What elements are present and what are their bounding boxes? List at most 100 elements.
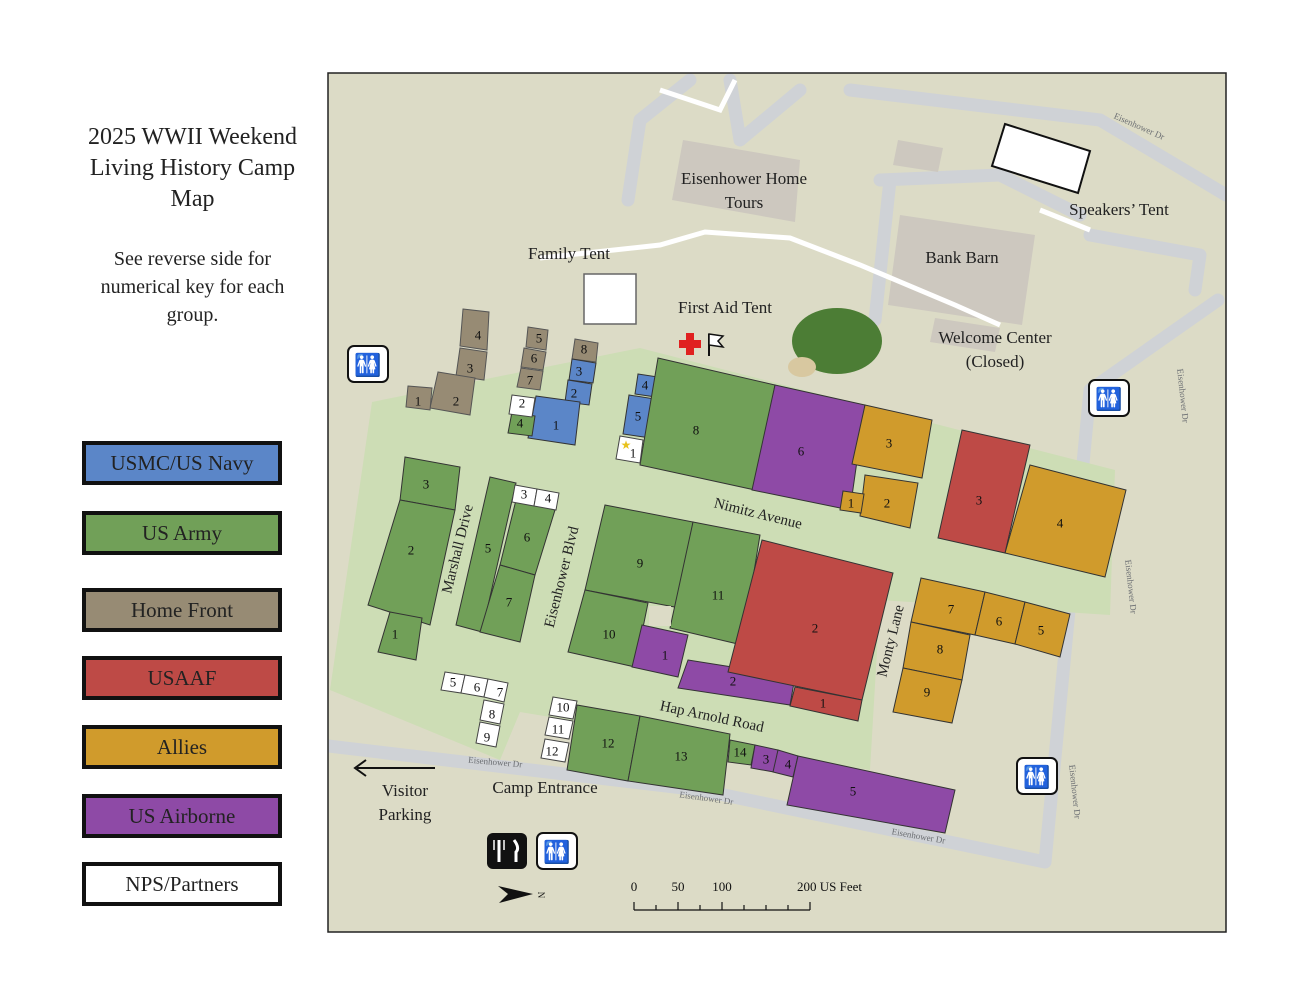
- restroom-icon: 🚻: [1016, 757, 1058, 795]
- camp-number: 3: [976, 493, 983, 508]
- subtitle-line: group.: [166, 304, 219, 326]
- camp-number: 1: [820, 696, 827, 711]
- camp-number: 6: [474, 680, 481, 695]
- star-icon: ★: [621, 438, 632, 452]
- camp-allies-5: [1014, 601, 1071, 658]
- camp-usmc-2: [564, 379, 593, 406]
- camp-home-front-6: [520, 347, 547, 371]
- camp-us-airborne-5: [786, 755, 956, 834]
- camp-allies-9: [892, 667, 963, 724]
- camp-number: 9: [924, 685, 931, 700]
- camp-number: 1: [392, 627, 399, 642]
- camp-home-front-4: [459, 308, 490, 351]
- camp-home-front-8: [571, 338, 599, 363]
- camp-usaaf-3: [937, 429, 1031, 554]
- legend-label: US Airborne: [128, 803, 236, 828]
- camp-number: 7: [497, 685, 504, 700]
- camp-number: 3: [763, 752, 770, 767]
- legend-home-front: Home Front: [82, 588, 282, 632]
- camp-number: 6: [531, 351, 538, 366]
- title-line: Living History Camp: [89, 155, 296, 181]
- speakers-tent: [990, 122, 1092, 195]
- road-eisenhower-dr: [328, 293, 1225, 869]
- path-loop: [1083, 228, 1207, 297]
- footpath: [539, 229, 1002, 328]
- camp-nps-9: [475, 721, 501, 748]
- camp-us-army-1: [377, 611, 423, 661]
- camp-number: 4: [517, 416, 524, 431]
- camp-usmc-3: [568, 358, 597, 384]
- camp-home-front-7: [516, 367, 544, 391]
- camp-number: 8: [581, 342, 588, 357]
- food-icon: [487, 833, 527, 869]
- camp-number: 4: [545, 491, 552, 506]
- camp-number: 6: [798, 444, 805, 459]
- welcome-center-building: [930, 318, 1000, 352]
- subtitle-line: See reverse side for: [113, 248, 272, 270]
- eisenhower-home-tours-label: Eisenhower Home: [681, 169, 807, 188]
- legend-usaaf: USAAF: [82, 656, 282, 700]
- family-tent: [583, 273, 637, 325]
- camp-nps-10: [548, 696, 578, 720]
- camp-number: 8: [937, 642, 944, 657]
- camp-us-army-2: [367, 499, 456, 626]
- camp-number: 2: [884, 496, 891, 511]
- camp-us-army-13: [627, 715, 731, 796]
- camp-nps-8: [479, 699, 505, 725]
- camp-nps-1: [615, 435, 644, 464]
- road-north: [843, 83, 1226, 202]
- camp-number: 4: [1057, 516, 1064, 531]
- camp-allies-4: [1004, 464, 1127, 578]
- welcome-center-label: (Closed): [966, 352, 1025, 371]
- camp-number: 11: [712, 588, 725, 603]
- legend-nps-partners: NPS/Partners: [82, 862, 282, 906]
- camp-number: 2: [408, 543, 415, 558]
- svg-text:🚻: 🚻: [1095, 387, 1122, 412]
- camp-nps-4: [533, 488, 560, 511]
- camp-number: 5: [635, 409, 642, 424]
- camp-number: 1: [630, 446, 637, 461]
- map-subtitle: See reverse side for numerical key for e…: [70, 245, 315, 329]
- legend-us-army: US Army: [82, 511, 282, 555]
- camp-number: 3: [886, 436, 893, 451]
- camp-us-army-7: [479, 564, 536, 643]
- camp-number: 1: [415, 394, 422, 409]
- svg-text:🚻: 🚻: [354, 353, 381, 378]
- gap: [649, 606, 671, 626]
- visitor-parking-label: Visitor: [382, 781, 429, 800]
- arrow-left-icon: [353, 759, 435, 777]
- legend-us-airborne: US Airborne: [82, 794, 282, 838]
- bank-barn-label: Bank Barn: [925, 248, 999, 267]
- camp-number: 3: [467, 361, 474, 376]
- family-tent-label: Family Tent: [528, 244, 610, 263]
- eisenhower-home-tours-label: Tours: [725, 193, 763, 212]
- camp-number: 6: [996, 614, 1003, 629]
- camp-number: 1: [848, 496, 855, 511]
- camp-number: 9: [484, 730, 491, 745]
- legend-label: Home Front: [130, 597, 234, 622]
- camp-number: 12: [602, 736, 615, 751]
- legend-label: Allies: [156, 734, 208, 759]
- map-title: 2025 WWII Weekend Living History Camp Ma…: [55, 122, 330, 215]
- north-arrow-icon: [498, 886, 533, 903]
- camp-allies-1: [839, 490, 865, 514]
- map-frame: [327, 72, 1227, 933]
- camp-number: 8: [489, 707, 496, 722]
- camp-number: 14: [734, 745, 748, 760]
- legend-label: US Army: [142, 520, 222, 545]
- legend-usmc-navy: USMC/US Navy: [82, 441, 282, 485]
- camp-nps-2: [508, 394, 536, 418]
- outbuilding: [893, 140, 943, 172]
- tree: [792, 308, 882, 374]
- camp-number: 7: [527, 373, 534, 388]
- camp-us-airborne-1: [631, 624, 689, 678]
- footpath-north: [659, 78, 738, 114]
- scale-end-label: 200 US Feet: [797, 879, 862, 894]
- first-aid-cross-icon: [679, 333, 701, 355]
- camp-number: 5: [850, 784, 857, 799]
- title-line: Map: [170, 186, 215, 212]
- camp-number: 7: [948, 602, 955, 617]
- camp-number: 2: [519, 396, 526, 411]
- camp-number: 2: [571, 386, 578, 401]
- bank-barn-building: [888, 215, 1035, 325]
